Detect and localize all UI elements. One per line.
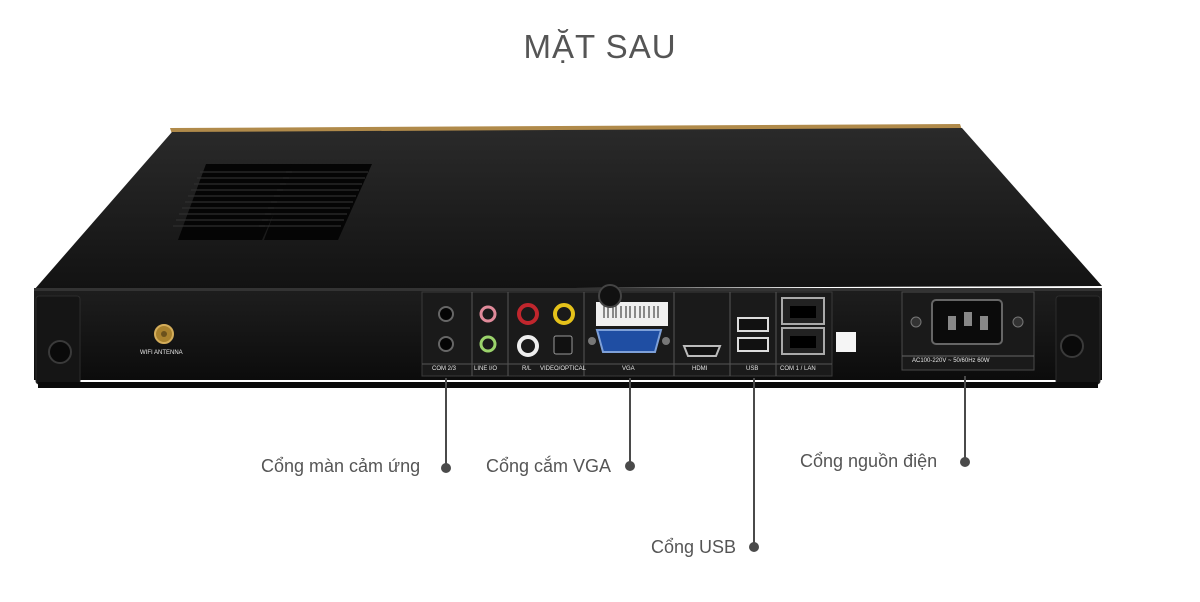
vga-port [595,329,663,353]
callout-line-usb [753,378,755,546]
screw-right [1060,334,1084,358]
callout-dot-usb [749,542,759,552]
com3-jack [438,336,454,352]
callout-line-touch [445,378,447,468]
usb-port-1 [737,317,769,332]
callout-line-vga [629,378,631,466]
vga-label: VGA [622,366,635,372]
power-rating-label: AC100-220V ~ 50/60Hz 60W [912,358,990,364]
com2-jack [438,306,454,322]
com1-lan-label: COM 1 / LAN [780,366,816,372]
wifi-antenna-label: WIFI ANTENNA [140,350,183,356]
callout-usb-port: Cổng USB [651,537,737,557]
hdmi-label: HDMI [692,366,708,372]
usb-port-2 [737,337,769,352]
lineio-label: LINE I/O [474,366,498,372]
page-title: MẶT SAU [523,28,677,65]
callout-vga-port: Cổng cắm VGA [486,456,612,476]
line-out-jack [479,335,497,353]
device-rear-panel: WIFI ANTENNA COM 2/3 LINE I/O R/L VIDEO/… [30,120,1140,400]
line-in-jack [479,305,497,323]
rca-red [517,303,539,325]
lan-port-1 [781,297,825,325]
callout-dot-power [960,457,970,467]
rack-ear-left [35,295,81,385]
screw-left [48,340,72,364]
video-optical-label: VIDEO/OPTICAL [540,366,587,372]
optical-port [553,335,573,355]
rl-label: R/L [522,366,532,372]
callout-dot-touch [441,463,451,473]
callout-dot-vga [625,461,635,471]
usb-label: USB [746,366,759,372]
device-illustration [34,124,1102,388]
white-switch [836,332,856,352]
callout-touch-port: Cổng màn cảm ứng [261,456,421,476]
hdmi-port [682,345,722,357]
callout-power-port: Cổng nguồn điện [800,451,938,471]
callout-line-power [964,376,966,462]
com23-label: COM 2/3 [432,366,457,372]
rca-white [517,335,539,357]
lan-port-2 [781,327,825,355]
rca-yellow [553,303,575,325]
top-screw [598,284,622,308]
